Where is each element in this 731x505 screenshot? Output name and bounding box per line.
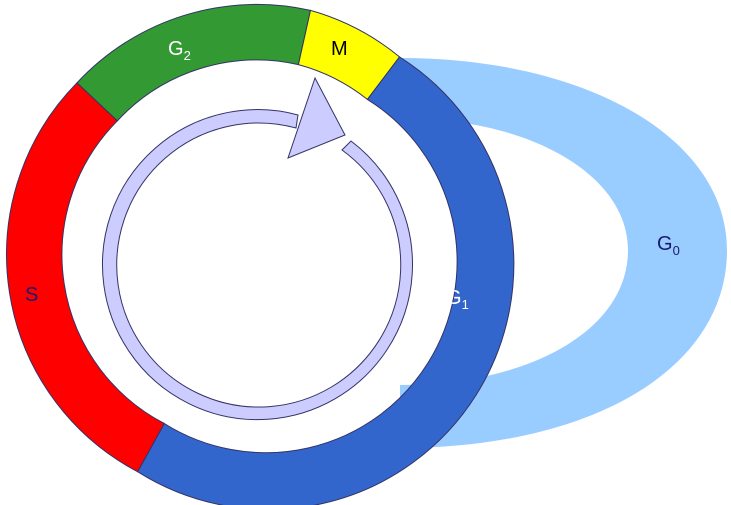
m-label: M [331, 38, 348, 60]
g1-segment [136, 56, 515, 505]
cycle-arrow [102, 109, 413, 421]
g1-label: G1 [446, 287, 469, 312]
s-label: S [25, 284, 38, 306]
g0-loop [400, 58, 727, 448]
g0-label: G0 [657, 233, 680, 258]
g2-segment [76, 3, 312, 122]
cycle-arrowhead [287, 76, 346, 159]
s-segment [6, 82, 165, 473]
g2-label: G2 [168, 38, 191, 63]
